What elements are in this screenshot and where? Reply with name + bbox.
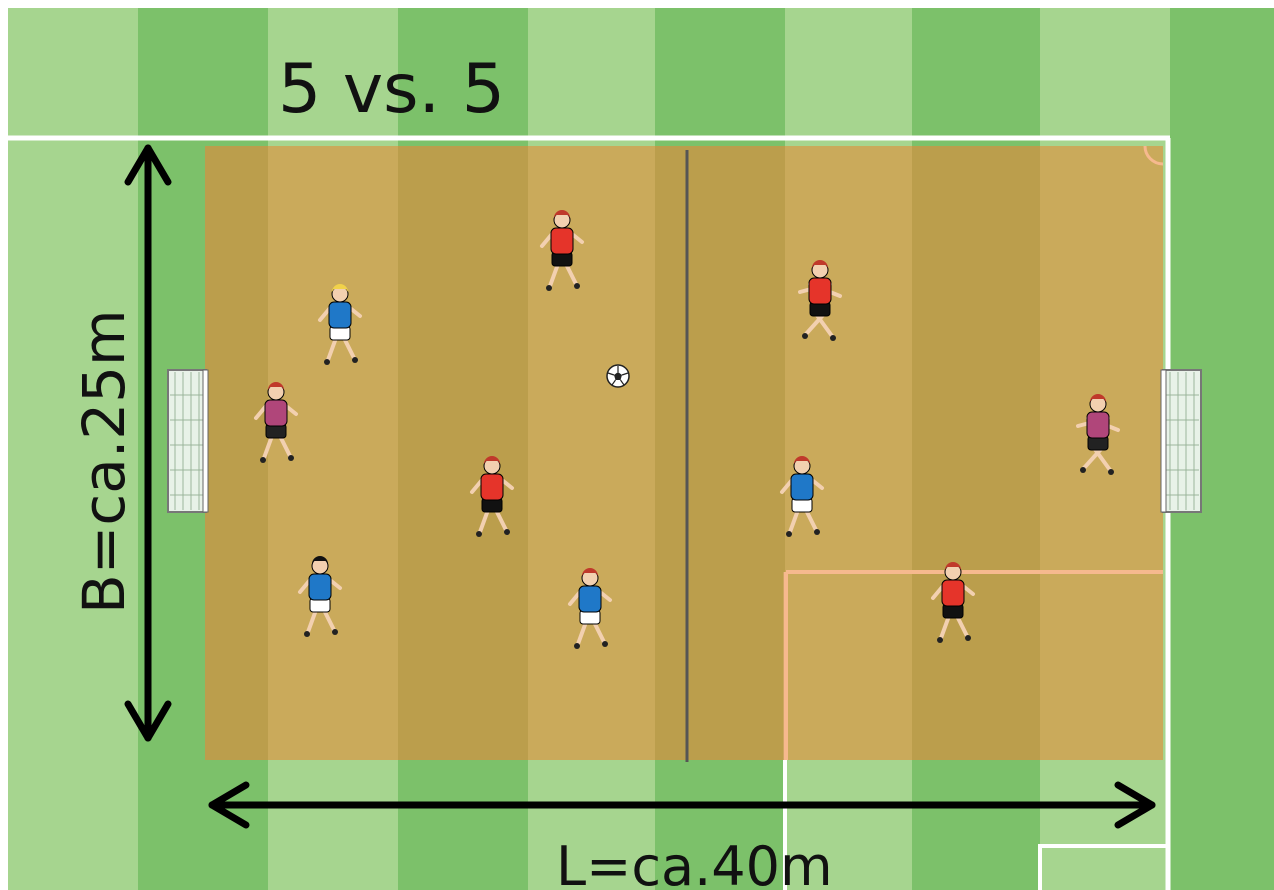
player-blue-5 (318, 284, 362, 365)
player-blue-7 (298, 556, 342, 637)
drill-title: 5 vs. 5 (278, 50, 505, 129)
goal-left-icon (167, 369, 209, 513)
player-blue-8 (568, 568, 612, 649)
width-arrow (124, 144, 172, 742)
field-stripes (205, 146, 1040, 760)
player-red-3 (470, 456, 514, 537)
player-goalkeeper-10 (1076, 394, 1120, 475)
player-red-4 (931, 562, 975, 643)
length-arrow (208, 781, 1156, 829)
player-red-2 (798, 260, 842, 341)
width-label: B=ca.25m (70, 309, 138, 614)
small-sided-field (205, 146, 1163, 760)
corner-arc (1143, 145, 1164, 166)
goal-area-line (1038, 844, 1168, 890)
player-red-1 (540, 210, 584, 291)
player-blue-6 (780, 456, 824, 537)
player-goalkeeper-9 (254, 382, 298, 463)
soccer-ball-icon (606, 364, 630, 388)
length-label: L=ca.40m (556, 835, 833, 890)
players (254, 210, 1120, 649)
goal-right-icon (1160, 369, 1202, 513)
